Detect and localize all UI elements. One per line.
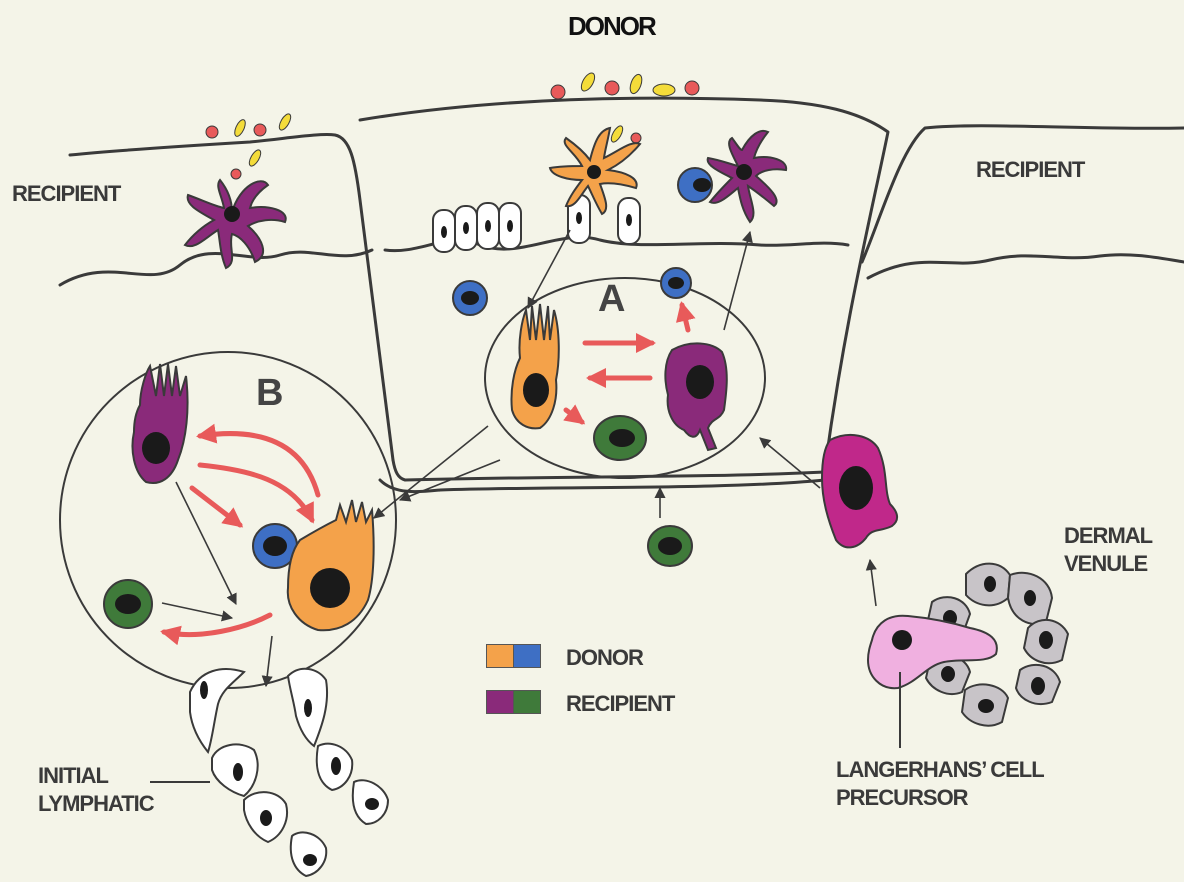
region-b-label: B bbox=[256, 370, 283, 418]
region-a-label: A bbox=[598, 276, 625, 324]
langerhans-precursor-label: LANGERHANS’ CELL PRECURSOR bbox=[836, 756, 1044, 811]
recipient-left-label: RECIPIENT bbox=[12, 180, 120, 208]
initial-lymphatic-label: INITIAL LYMPHATIC bbox=[38, 762, 154, 817]
recipient-right-label: RECIPIENT bbox=[976, 156, 1084, 184]
recipient-right-skin-surface bbox=[862, 126, 1184, 262]
recipient-dendritic-cell-a bbox=[665, 343, 726, 450]
initial-lymphatic bbox=[190, 669, 388, 876]
recipient-dendritic-cell-b bbox=[133, 364, 188, 483]
recipient-langerhans-cell-graft bbox=[708, 131, 787, 222]
donor-title: DONOR bbox=[568, 10, 655, 43]
legend-donor-swatch-2 bbox=[513, 644, 541, 668]
legend-donor-swatch-1 bbox=[486, 644, 514, 668]
legend-recipient-swatch-2 bbox=[513, 690, 541, 714]
dermal-venule-label: DERMAL VENULE bbox=[1064, 522, 1152, 577]
recipient-left-basement bbox=[60, 250, 372, 285]
recipient-right-basement bbox=[868, 255, 1184, 278]
legend-recipient-label: RECIPIENT bbox=[566, 690, 674, 718]
langerhans-precursor-migrating bbox=[822, 435, 897, 547]
legend-donor-label: DONOR bbox=[566, 644, 643, 672]
donor-dendritic-cell-a bbox=[511, 304, 558, 428]
legend-recipient-swatch-1 bbox=[486, 690, 514, 714]
donor-dendritic-cell-b bbox=[288, 500, 374, 630]
